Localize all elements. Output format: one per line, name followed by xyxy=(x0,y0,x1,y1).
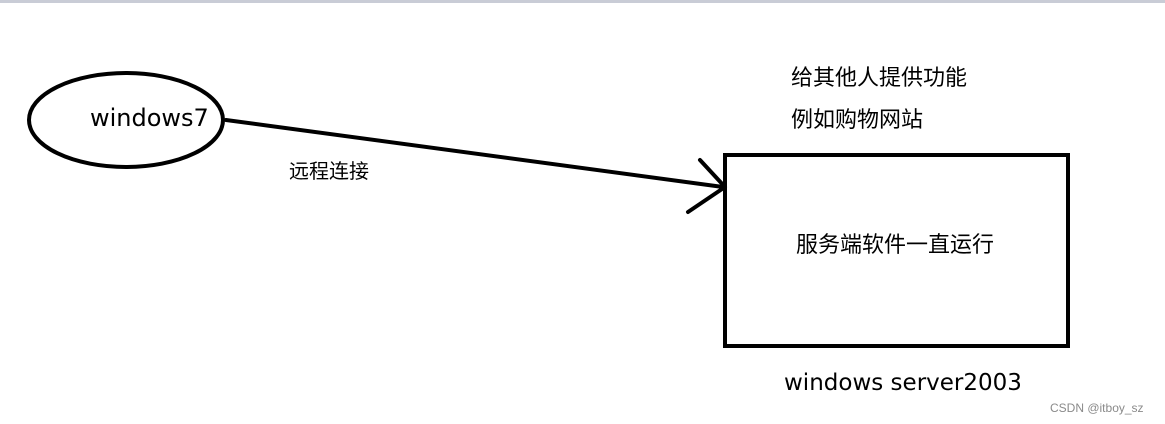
server-box xyxy=(723,153,1070,348)
connection-arrow-line xyxy=(224,118,725,189)
client-label: windows7 xyxy=(90,104,209,132)
connection-label: 远程连接 xyxy=(289,159,369,183)
watermark: CSDN @itboy_sz xyxy=(1050,401,1144,415)
client-ellipse xyxy=(27,71,225,169)
top-border xyxy=(0,0,1165,3)
server-label: windows server2003 xyxy=(784,370,1022,396)
server-box-label: 服务端软件一直运行 xyxy=(796,233,995,258)
server-note-line-1: 给其他人提供功能 xyxy=(791,66,968,91)
server-note-line-2: 例如购物网站 xyxy=(791,108,924,133)
